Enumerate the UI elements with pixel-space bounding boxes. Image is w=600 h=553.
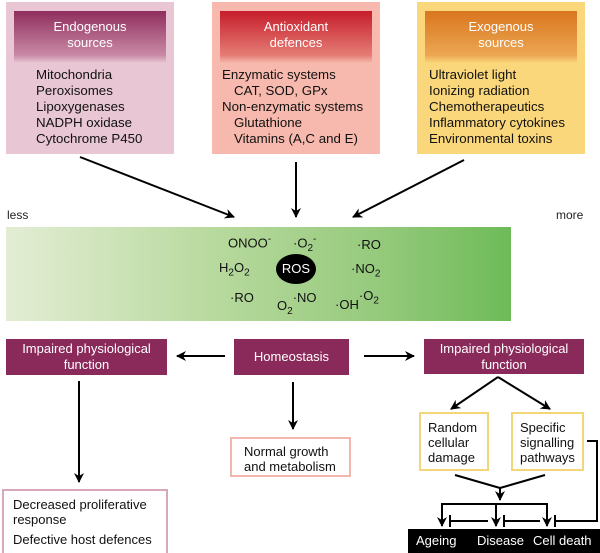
normal-growth-box: Normal growth and metabolism — [230, 437, 351, 477]
scale-less-label: less — [7, 208, 29, 222]
list-item: CAT, SOD, GPx — [234, 83, 328, 98]
outcomes-bar — [408, 529, 600, 553]
arrow-endogenous-to-ros — [79, 156, 235, 219]
list-item: Glutathione — [234, 115, 303, 130]
list-item: Non-enzymatic systems — [222, 99, 364, 114]
random-line2: cellular — [428, 435, 470, 450]
outcome-ageing: Ageing — [416, 533, 457, 548]
normal-growth-line1: Normal growth — [244, 444, 329, 459]
random-line1: Random — [428, 420, 478, 435]
impaired-right-line1: Impaired physiological — [439, 341, 569, 356]
specific-to-celldeath-inhibit — [555, 440, 598, 522]
list-item: NADPH oxidase — [36, 115, 133, 130]
list-item: Cytochrome P450 — [36, 131, 143, 146]
impaired-left-line1: Impaired physiological — [22, 341, 151, 356]
exogenous-title-line2: sources — [478, 35, 524, 50]
exogenous-sources-box: Exogenous sources Ultraviolet light Ioni… — [417, 2, 585, 154]
endogenous-sources-header: Endogenous sources — [14, 11, 166, 63]
list-item: Enzymatic systems — [222, 67, 336, 82]
hydroxyl-singlet-oxygen-label: ·OH·O2 — [335, 288, 379, 312]
impaired-right-line2: function — [481, 357, 527, 372]
exogenous-sources-header: Exogenous sources — [425, 11, 577, 63]
decreased-line2: response — [13, 512, 67, 527]
specific-merge-line — [499, 474, 546, 489]
normal-growth-line2: and metabolism — [244, 459, 336, 474]
random-merge-line — [454, 474, 501, 489]
outcome-disease: Disease — [477, 533, 524, 548]
specific-line1: Specific — [520, 420, 566, 435]
endogenous-title-line1: Endogenous — [53, 19, 127, 34]
ros-center-ellipse: ROS — [276, 254, 316, 284]
random-damage-box: Random cellular damage — [419, 412, 489, 471]
endogenous-title-line2: sources — [67, 35, 113, 50]
arrow-impaired-to-specific — [497, 376, 551, 410]
nitrogen-dioxide-label: ·NO2 — [351, 261, 381, 280]
ros-level-gradient-bar — [6, 227, 511, 321]
list-item: Ionizing radiation — [429, 83, 530, 98]
alkoxyl-radical-bottom-label: ·RO — [230, 290, 254, 305]
antioxidant-defences-header: Antioxidant defences — [220, 11, 372, 63]
specific-pathways-box: Specific signalling pathways — [511, 412, 584, 471]
antioxidant-title-line2: defences — [269, 35, 323, 50]
scale-more-label: more — [556, 208, 584, 222]
impaired-left-line2: function — [63, 357, 110, 372]
alkoxyl-radical-top-label: ·RO — [357, 237, 381, 252]
antioxidant-title-line1: Antioxidant — [263, 19, 329, 34]
antioxidant-list: Enzymatic systems CAT, SOD, GPx Non-enzy… — [222, 67, 363, 147]
endogenous-sources-box: Endogenous sources Mitochondria Peroxiso… — [6, 2, 174, 154]
hydrogen-peroxide-label: H2O2 — [219, 260, 250, 279]
outcome-branch-bar — [441, 503, 548, 520]
list-item: Environmental toxins — [429, 131, 553, 146]
outcome-cell-death: Cell death — [533, 533, 592, 548]
list-item: Mitochondria — [36, 67, 113, 82]
impaired-function-right-box: Impaired physiological function — [424, 339, 584, 374]
endogenous-list: Mitochondria Peroxisomes Lipoxygenases N… — [36, 67, 142, 147]
specific-line3: pathways — [520, 450, 575, 465]
exogenous-title-line1: Exogenous — [468, 19, 534, 34]
decreased-line1: Decreased proliferative — [13, 497, 147, 512]
specific-line2: signalling — [520, 435, 575, 450]
list-item: Chemotherapeutics — [429, 99, 545, 114]
arrow-impaired-to-random — [450, 376, 499, 410]
peroxynitrite-label: ONOO- — [228, 234, 272, 251]
defective-defences: Defective host defences — [13, 532, 152, 547]
list-item: Lipoxygenases — [36, 99, 125, 114]
list-item: Ultraviolet light — [429, 67, 517, 82]
list-item: Vitamins (A,C and E) — [234, 131, 358, 146]
impaired-function-left-box: Impaired physiological function — [6, 339, 167, 375]
list-item: Peroxisomes — [36, 83, 113, 98]
arrow-exogenous-to-ros — [352, 159, 465, 218]
decreased-response-box: Decreased proliferative response Defecti… — [2, 489, 168, 553]
homeostasis-box: Homeostasis — [234, 339, 349, 375]
list-item: Inflammatory cytokines — [429, 115, 565, 130]
exogenous-list: Ultraviolet light Ionizing radiation Che… — [429, 67, 565, 147]
superoxide-label: ·O2- — [293, 234, 317, 254]
antioxidant-defences-box: Antioxidant defences Enzymatic systems C… — [212, 2, 380, 154]
random-line3: damage — [428, 450, 475, 465]
nitric-oxide-label: O2·NO — [277, 290, 317, 317]
